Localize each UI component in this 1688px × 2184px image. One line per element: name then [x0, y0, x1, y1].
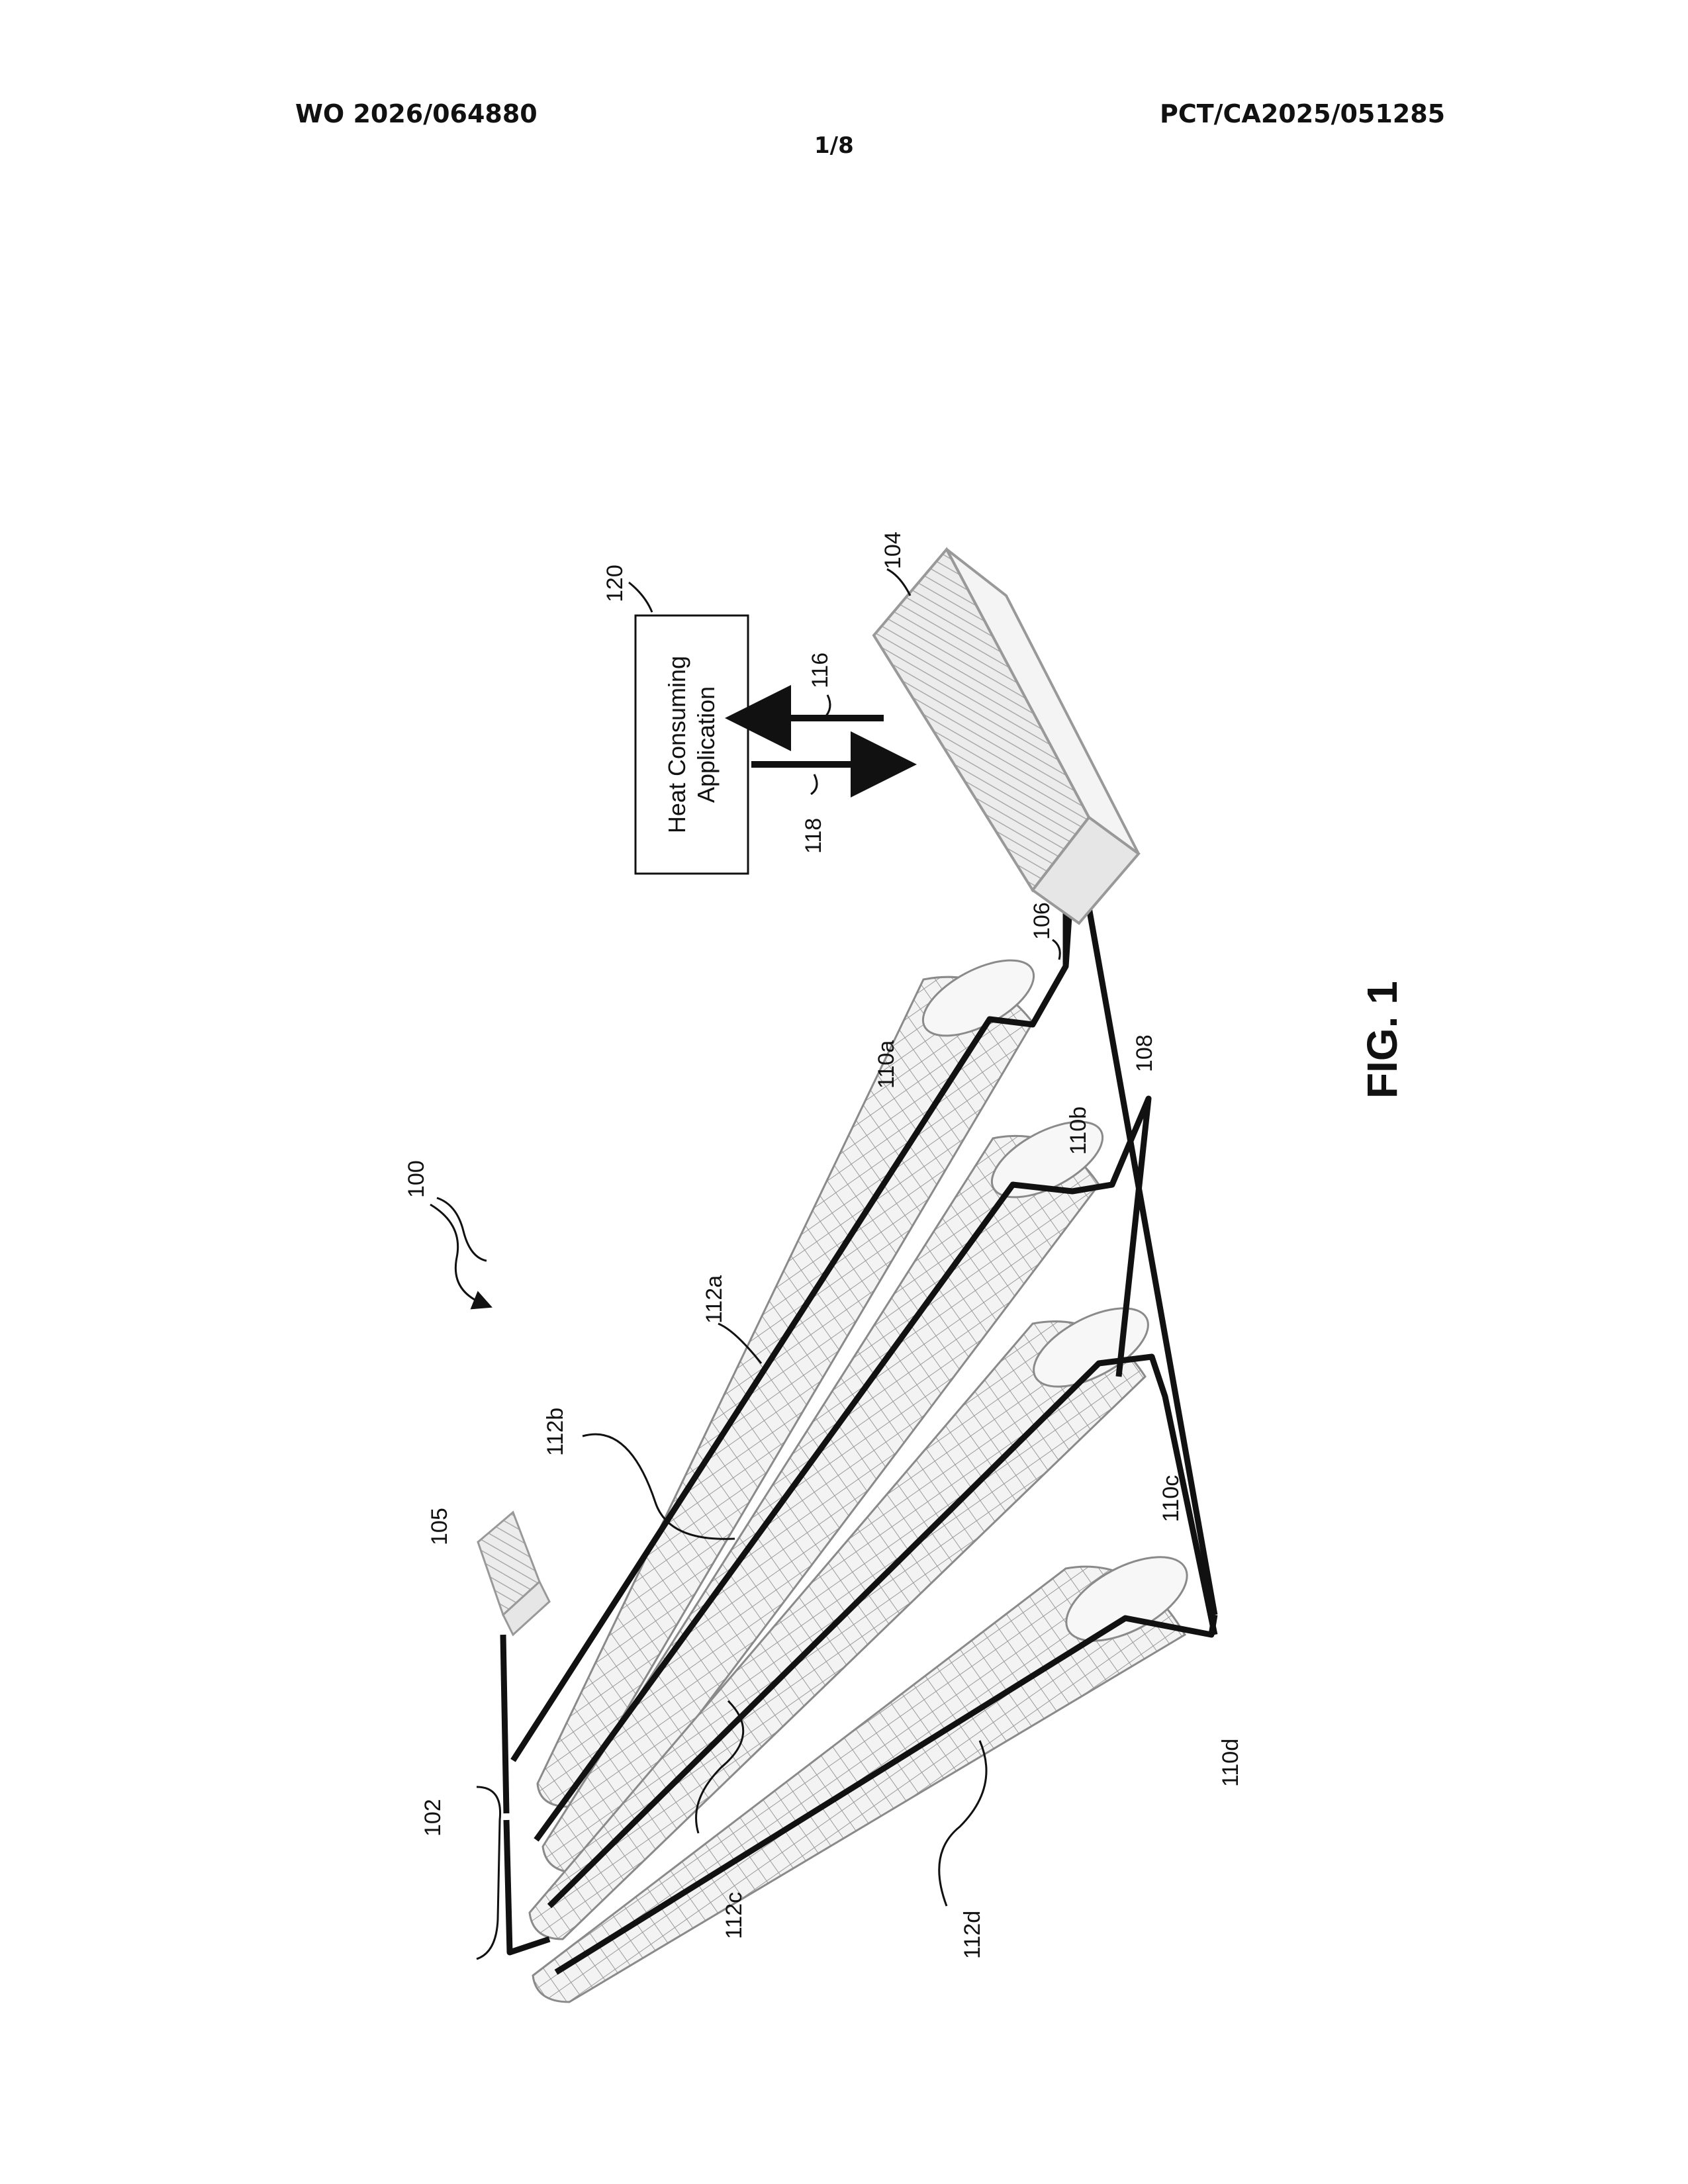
unit-105: [478, 1512, 549, 1635]
label-116: 116: [808, 653, 833, 688]
label-120: 120: [602, 565, 628, 602]
label-104: 104: [880, 531, 906, 569]
label-112b: 112b: [543, 1408, 568, 1456]
label-100: 100: [404, 1160, 429, 1198]
label-108: 108: [1132, 1034, 1157, 1072]
label-118: 118: [801, 818, 826, 854]
figure-caption: FIG. 1: [1358, 981, 1406, 1099]
line-108: [1082, 870, 1215, 1615]
heat-consuming-application-box: Heat Consuming Application: [635, 615, 748, 874]
line-105: [503, 1635, 506, 1813]
unit-104: [874, 549, 1139, 923]
label-110c: 110c: [1158, 1475, 1184, 1522]
arrows: [751, 718, 884, 764]
label-106: 106: [1029, 902, 1055, 940]
label-112c: 112c: [722, 1892, 747, 1939]
label-112d: 112d: [960, 1911, 985, 1959]
box-text-line2: Application: [692, 686, 720, 803]
label-105: 105: [427, 1508, 452, 1545]
box-text-line1: Heat Consuming: [663, 656, 690, 833]
label-110a: 110a: [874, 1040, 899, 1089]
label-112a: 112a: [702, 1275, 727, 1324]
label-110d: 110d: [1218, 1739, 1243, 1787]
label-102: 102: [420, 1799, 445, 1837]
label-110b: 110b: [1066, 1107, 1091, 1155]
